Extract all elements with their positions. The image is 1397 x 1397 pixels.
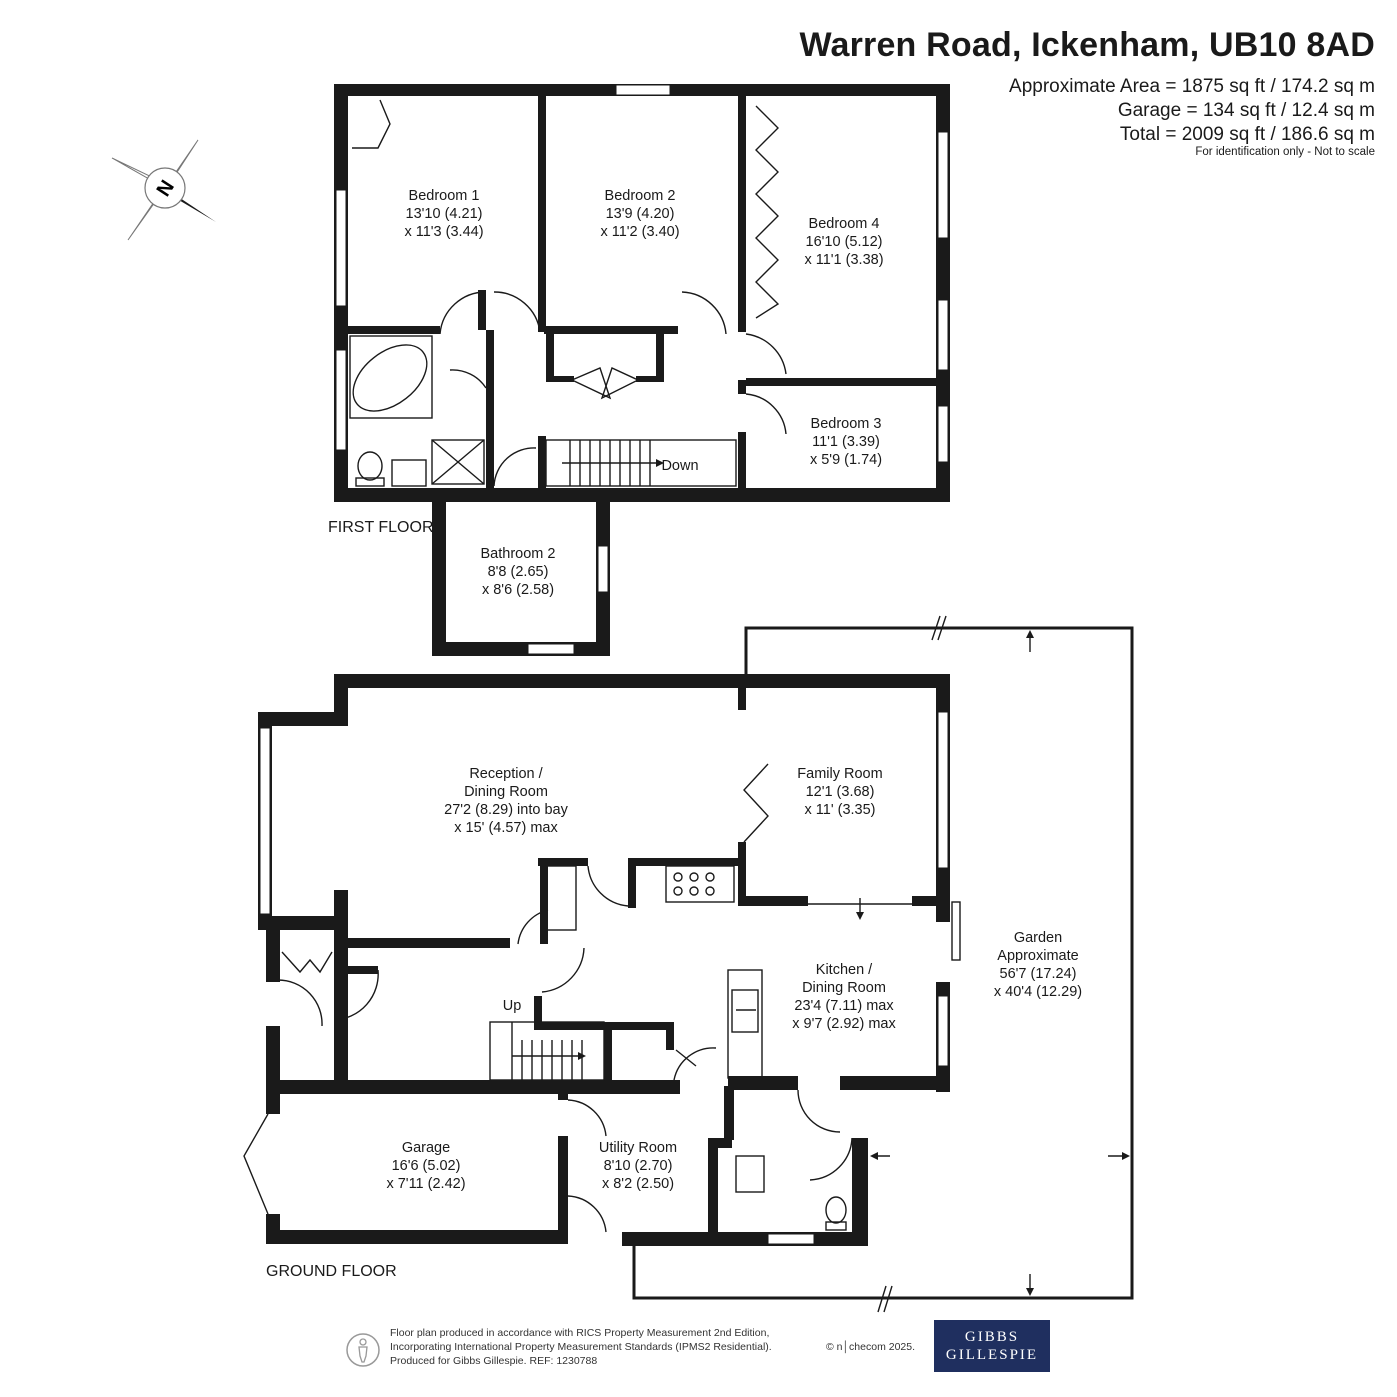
garden-boundary xyxy=(632,615,1134,1313)
ipms-person-icon xyxy=(346,1333,380,1367)
compass-icon: N xyxy=(111,139,216,241)
garden-label: Garden Approximate 56'7 (17.24) x 40'4 (… xyxy=(994,930,1082,1000)
svg-text:x 5'9 (1.74): x 5'9 (1.74) xyxy=(810,452,882,468)
footer-line2: Incorporating International Property Mea… xyxy=(390,1341,772,1353)
svg-text:x 8'2 (2.50): x 8'2 (2.50) xyxy=(602,1176,674,1192)
svg-text:27'2 (8.29) into bay: 27'2 (8.29) into bay xyxy=(444,802,568,818)
footer-line1: Floor plan produced in accordance with R… xyxy=(390,1327,770,1339)
gibbs-gillespie-logo: GIBBS GILLESPIE xyxy=(934,1320,1050,1372)
ground-floor-fixtures xyxy=(243,763,961,1233)
bedroom3-label: Bedroom 3 11'1 (3.39) x 5'9 (1.74) xyxy=(810,416,882,468)
garage-label: Garage 16'6 (5.02) x 7'11 (2.42) xyxy=(386,1140,465,1192)
garage-area: Garage = 134 sq ft / 12.4 sq m xyxy=(1117,100,1375,121)
svg-text:Garden: Garden xyxy=(1014,930,1062,946)
svg-text:Dining Room: Dining Room xyxy=(802,980,886,996)
svg-text:Bedroom 4: Bedroom 4 xyxy=(809,216,880,232)
total-area: Total = 2009 sq ft / 186.6 sq m xyxy=(1119,124,1375,145)
svg-text:13'10 (4.21): 13'10 (4.21) xyxy=(406,206,483,222)
svg-text:16'6 (5.02): 16'6 (5.02) xyxy=(392,1158,461,1174)
svg-text:Family Room: Family Room xyxy=(797,766,882,782)
footer-disclaimer: Floor plan produced in accordance with R… xyxy=(390,1326,772,1368)
svg-text:Dining Room: Dining Room xyxy=(464,784,548,800)
bathroom2-label: Bathroom 2 8'8 (2.65) x 8'6 (2.58) xyxy=(481,546,556,598)
svg-text:Garage: Garage xyxy=(402,1140,450,1156)
utility-room-label: Utility Room 8'10 (2.70) x 8'2 (2.50) xyxy=(599,1140,677,1192)
svg-text:x 11' (3.35): x 11' (3.35) xyxy=(804,802,875,818)
svg-text:12'1 (3.68): 12'1 (3.68) xyxy=(806,784,875,800)
stairs-up-label: Up xyxy=(503,998,522,1014)
first-floor-walls xyxy=(334,84,950,656)
svg-text:x 9'7 (2.92) max: x 9'7 (2.92) max xyxy=(792,1016,896,1032)
svg-text:Approximate: Approximate xyxy=(997,948,1078,964)
bedroom4-label: Bedroom 4 16'10 (5.12) x 11'1 (3.38) xyxy=(804,216,883,268)
svg-text:x 8'6 (2.58): x 8'6 (2.58) xyxy=(482,582,554,598)
svg-text:8'10 (2.70): 8'10 (2.70) xyxy=(604,1158,673,1174)
logo-line1: GIBBS xyxy=(964,1329,1020,1345)
svg-text:Bedroom 2: Bedroom 2 xyxy=(605,188,676,204)
logo-line2: GILLESPIE xyxy=(945,1347,1039,1363)
family-room-label: Family Room 12'1 (3.68) x 11' (3.35) xyxy=(797,766,882,818)
svg-text:x 11'3 (3.44): x 11'3 (3.44) xyxy=(404,224,483,240)
svg-text:16'10 (5.12): 16'10 (5.12) xyxy=(806,234,883,250)
svg-text:Bedroom 1: Bedroom 1 xyxy=(409,188,480,204)
svg-text:Reception /: Reception / xyxy=(469,766,543,782)
property-address: Warren Road, Ickenham, UB10 8AD xyxy=(799,26,1375,64)
first-floor-label: FIRST FLOOR xyxy=(328,519,434,536)
footer-line3: Produced for Gibbs Gillespie. REF: 12307… xyxy=(390,1355,598,1367)
kitchen-label: Kitchen / Dining Room 23'4 (7.11) max x … xyxy=(792,962,896,1032)
svg-text:x 7'11 (2.42): x 7'11 (2.42) xyxy=(386,1176,465,1192)
svg-text:Bedroom 3: Bedroom 3 xyxy=(811,416,882,432)
svg-text:Kitchen /: Kitchen / xyxy=(816,962,873,978)
svg-text:x 11'1 (3.38): x 11'1 (3.38) xyxy=(804,252,883,268)
svg-text:x 40'4 (12.29): x 40'4 (12.29) xyxy=(994,984,1082,1000)
svg-text:Bathroom 2: Bathroom 2 xyxy=(481,546,556,562)
ground-floor-walls xyxy=(258,674,950,1246)
svg-text:x 15' (4.57) max: x 15' (4.57) max xyxy=(454,820,558,836)
svg-text:8'8 (2.65): 8'8 (2.65) xyxy=(488,564,549,580)
svg-text:Utility Room: Utility Room xyxy=(599,1140,677,1156)
svg-text:23'4 (7.11) max: 23'4 (7.11) max xyxy=(794,998,894,1014)
bedroom1-label: Bedroom 1 13'10 (4.21) x 11'3 (3.44) xyxy=(404,188,483,240)
svg-text:13'9 (4.20): 13'9 (4.20) xyxy=(606,206,675,222)
nichecom-credit: © n│checom 2025. xyxy=(826,1341,916,1353)
scale-note: For identification only - Not to scale xyxy=(1195,146,1375,158)
svg-text:x 11'2 (3.40): x 11'2 (3.40) xyxy=(600,224,679,240)
bedroom2-label: Bedroom 2 13'9 (4.20) x 11'2 (3.40) xyxy=(600,188,679,240)
reception-label: Reception / Dining Room 27'2 (8.29) into… xyxy=(444,766,568,836)
approximate-area: Approximate Area = 1875 sq ft / 174.2 sq… xyxy=(1009,76,1375,97)
stairs-down-label: Down xyxy=(661,458,698,474)
svg-text:11'1 (3.39): 11'1 (3.39) xyxy=(812,434,880,450)
svg-text:56'7 (17.24): 56'7 (17.24) xyxy=(1000,966,1077,982)
ground-floor-label: GROUND FLOOR xyxy=(266,1263,397,1280)
first-floor-fixtures xyxy=(349,99,787,487)
